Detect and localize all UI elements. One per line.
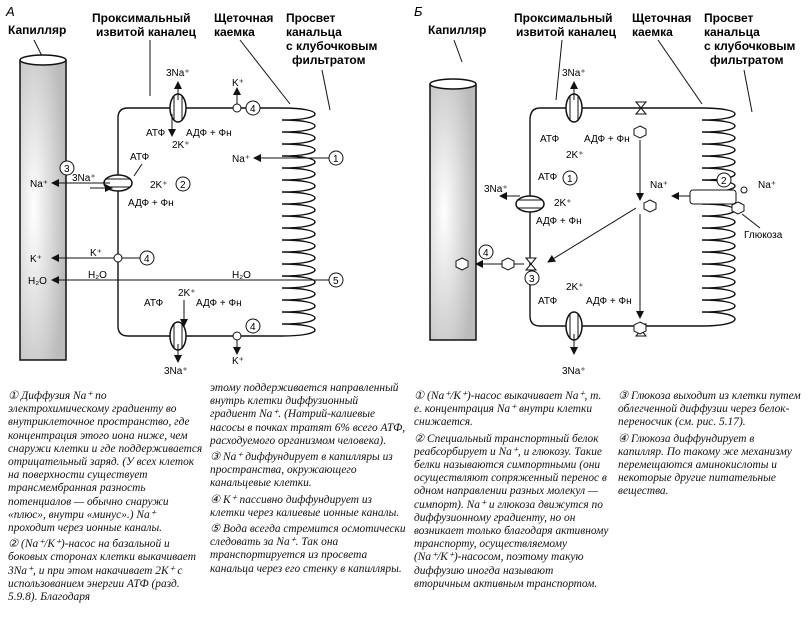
a-left-adf: АДФ + Фн [128, 198, 174, 209]
b-note-1: ① (Na⁺/K⁺)-насос выкачивает Na⁺, т. е. к… [414, 390, 602, 429]
b-note-3: ③ Глюкоза выходит из клетки путем облегч… [618, 390, 801, 429]
a-num-4-top: 4 [250, 104, 256, 115]
panel-b-capillary-label: Капилляр [428, 23, 486, 37]
a-top-k: K⁺ [232, 78, 244, 89]
b-num-1: 1 [567, 174, 573, 185]
panel-a-lumen-label-2: канальца [286, 25, 342, 39]
a-left-na: Na⁺ [30, 179, 48, 190]
panel-b-lumen-label-4: фильтратом [710, 53, 784, 67]
a-num-2: 2 [180, 180, 186, 191]
panel-b-lumen-label-1: Просвет [704, 11, 754, 25]
a-num-1: 1 [333, 154, 339, 165]
b-na-inside: Na⁺ [650, 180, 668, 191]
panel-b-brush-label-1: Щеточная [632, 11, 691, 25]
panel-a: А Капилляр Проксимальный извитой каналец… [5, 4, 378, 377]
a-top-adf: АДФ + Фн [186, 128, 232, 139]
b-left-atf: АТФ [538, 172, 558, 183]
b-left-2k: 2K⁺ [554, 198, 572, 209]
b-top-2k: 2K⁺ [566, 150, 584, 161]
a-h2o-out: H₂O [28, 276, 47, 287]
capillary-b [429, 83, 477, 341]
a-note-2-cont: этому поддерживается направленный внутрь… [210, 382, 406, 447]
a-num-5: 5 [333, 276, 339, 287]
panel-a-lumen-label-4: фильтратом [292, 53, 366, 67]
a-note-3: ③ Na⁺ диффундирует в капилляры из простр… [210, 451, 393, 490]
a-num-3: 3 [64, 164, 70, 175]
panel-a-tubule-label-1: Проксимальный [92, 11, 190, 25]
text-col-1: ① Диффузия Na⁺ по электрохимическому гра… [8, 390, 204, 607]
b-top-3na: 3Na⁺ [562, 68, 586, 79]
a-top-2k: 2K⁺ [172, 140, 190, 151]
a-left-atf: АТФ [130, 152, 150, 163]
a-num-4-mid: 4 [144, 254, 150, 265]
a-mid-k-in: K⁺ [90, 248, 102, 259]
a-note-4: ④ K⁺ пассивно диффундирует из клетки чер… [210, 493, 400, 519]
panel-b-tubule-label-2: извитой каналец [516, 25, 617, 39]
text-col-3: ① (Na⁺/K⁺)-насос выкачивает Na⁺, т. е. к… [414, 390, 610, 594]
capillary-a [19, 59, 67, 361]
b-left-adf: АДФ + Фн [536, 216, 582, 227]
b-glucose: Глюкоза [744, 230, 783, 241]
a-top-3na: 3Na⁺ [166, 68, 190, 79]
panel-a-lumen-label-3: с клубочковым [286, 39, 378, 53]
panel-b: Б Капилляр Проксимальный извитой каналец… [414, 4, 796, 377]
a-h2o-in: H₂O [88, 270, 107, 281]
b-num-2: 2 [721, 176, 727, 187]
text-col-2: этому поддерживается направленный внутрь… [210, 382, 407, 579]
kidney-transport-diagram: А Капилляр Проксимальный извитой каналец… [5, 4, 796, 377]
b-left-3na: 3Na⁺ [484, 184, 508, 195]
a-note-2: ② (Na⁺/K⁺)-насос на базальной и боковых … [8, 538, 196, 604]
a-na: Na⁺ [232, 154, 250, 165]
panel-a-tubule-label-2: извитой каналец [96, 25, 197, 39]
panel-a-brush-label-2: каемка [214, 25, 255, 39]
a-bottom-k: K⁺ [232, 356, 244, 367]
b-bottom-atf: АТФ [538, 296, 558, 307]
text-col-4: ③ Глюкоза выходит из клетки путем облегч… [618, 390, 802, 502]
panel-a-lumen-label-1: Просвет [286, 11, 336, 25]
b-bottom-2k: 2K⁺ [566, 282, 584, 293]
b-bottom-3na: 3Na⁺ [562, 366, 586, 377]
a-bottom-atf: АТФ [144, 298, 164, 309]
a-h2o-lumen: H₂O [232, 270, 251, 281]
a-bottom-2k: 2K⁺ [178, 288, 196, 299]
b-top-adf: АДФ + Фн [584, 134, 630, 145]
b-num-4: 4 [483, 248, 489, 259]
panel-b-lumen-label-2: канальца [704, 25, 760, 39]
a-bottom-adf: АДФ + Фн [196, 298, 242, 309]
b-note-4: ④ Глюкоза диффундирует в капилляр. По та… [618, 432, 792, 498]
panel-b-lumen-label-3: с клубочковым [704, 39, 796, 53]
a-note-1: ① Диффузия Na⁺ по электрохимическому гра… [8, 390, 203, 535]
a-left-2k: 2K⁺ [150, 180, 168, 191]
b-na-lumen: Na⁺ [758, 180, 776, 191]
cell-a-outline [117, 107, 316, 337]
panel-a-letter: А [5, 4, 15, 19]
a-note-5: ⑤ Вода всегда стремится осмотически след… [210, 523, 406, 575]
a-bottom-3na: 3Na⁺ [164, 366, 188, 377]
b-num-3: 3 [529, 274, 535, 285]
b-note-2: ② Специальный транспортный белок реабсор… [414, 432, 609, 590]
panel-b-tubule-label-1: Проксимальный [514, 11, 612, 25]
panel-b-brush-label-2: каемка [632, 25, 673, 39]
a-num-4-bottom: 4 [250, 322, 256, 333]
panel-a-capillary-label: Капилляр [8, 23, 66, 37]
a-top-atf: АТФ [146, 128, 166, 139]
a-left-3na: 3Na⁺ [72, 173, 96, 184]
panel-a-brush-label-1: Щеточная [214, 11, 273, 25]
b-top-atf: АТФ [540, 134, 560, 145]
a-mid-k-out: K⁺ [30, 254, 42, 265]
b-bottom-adf: АДФ + Фн [586, 296, 632, 307]
panel-b-letter: Б [414, 4, 423, 19]
